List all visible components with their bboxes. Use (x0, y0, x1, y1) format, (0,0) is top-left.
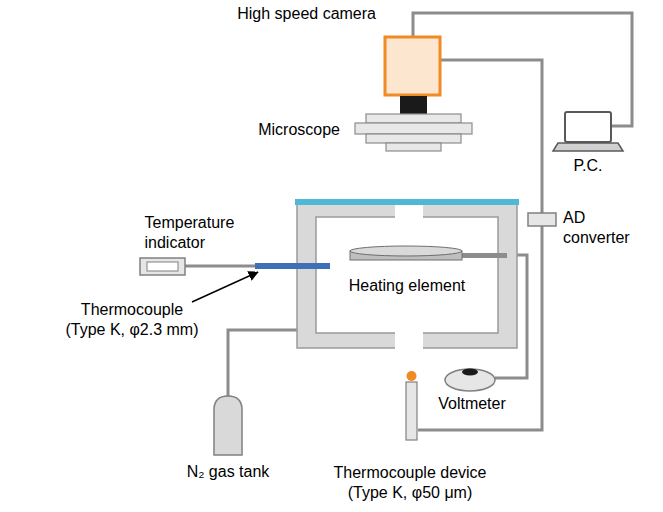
top-window (395, 205, 423, 218)
part-label: High speed camera (234, 4, 376, 24)
part-label: AD converter (563, 208, 566, 248)
part-label: Heating element (347, 276, 467, 296)
part-label: Temperature indicator (145, 213, 148, 253)
gas-tank (214, 396, 242, 455)
chamber-inside (316, 217, 498, 333)
indicator-wire (185, 265, 255, 268)
wires (185, 13, 632, 430)
bottom-window (395, 332, 423, 349)
thermocouple-probe (406, 382, 417, 440)
laptop-screen (565, 112, 611, 142)
voltmeter-knob (462, 369, 478, 376)
part-label: Microscope (255, 120, 340, 140)
thermocouple-rod (255, 263, 330, 269)
indicator-box (140, 258, 185, 275)
laptop-base (553, 143, 623, 151)
microscope (355, 114, 472, 151)
thermocouple-tip (407, 371, 417, 381)
camera-lens (400, 96, 427, 114)
gas-pipe (228, 330, 297, 396)
microscope-objective (386, 143, 441, 151)
voltmeter-body (445, 369, 495, 391)
microscope-ring (366, 114, 461, 123)
leader-arrow (192, 272, 258, 302)
microscope-ring (366, 134, 461, 143)
heater-rod (460, 253, 507, 258)
part-label: N₂ gas tank (185, 462, 271, 482)
glass-lid (295, 199, 519, 205)
part-label: P.C. (572, 156, 605, 176)
part-label: Voltmeter (437, 394, 508, 414)
microscope-ring (355, 123, 472, 134)
heater-top (350, 246, 462, 256)
ad-converter-box (528, 213, 556, 226)
chamber-wall (297, 203, 517, 348)
camera-pc-wire (413, 13, 632, 126)
indicator-display (147, 262, 178, 271)
part-label: Thermocouple (Type K, φ2.3 mm) (64, 300, 200, 340)
camera-body (385, 37, 440, 95)
part-label: Thermocouple device (Type K, φ50 μm) (333, 463, 488, 503)
